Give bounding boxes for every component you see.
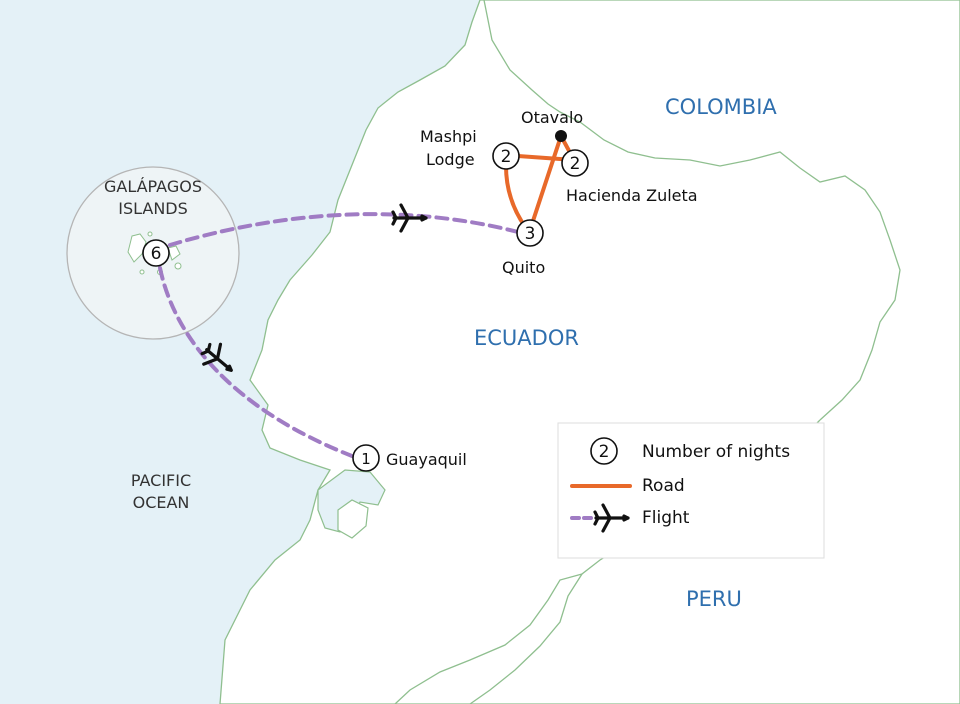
- border-colombia-ecuador: [483, 0, 901, 421]
- place-label-quito: Quito: [502, 258, 545, 277]
- galapagos-label-line1: GALÁPAGOS: [104, 177, 202, 196]
- legend-nights-label: Number of nights: [642, 442, 790, 462]
- nights-zuleta: 2: [570, 154, 581, 174]
- puna-island: [337, 499, 369, 539]
- legend: 2 Number of nights Road Flight: [557, 422, 825, 559]
- airplane-icon: [391, 203, 428, 233]
- place-label-mashpi-line2: Lodge: [426, 150, 475, 169]
- legend-flight-label: Flight: [642, 508, 690, 528]
- nights-guayaquil: 1: [361, 450, 371, 468]
- airplane-icon: [200, 342, 233, 372]
- galapagos-label-line2: ISLANDS: [118, 199, 188, 218]
- place-label-mashpi-line1: Mashpi: [420, 127, 477, 146]
- place-label-zuleta: Hacienda Zuleta: [566, 186, 698, 205]
- nights-mashpi: 2: [501, 147, 512, 167]
- nights-quito: 3: [525, 224, 536, 244]
- night-count-circle: [142, 239, 170, 267]
- legend-nights-sample: 2: [599, 442, 610, 462]
- location-dot-icon: [555, 130, 567, 142]
- place-label-otavalo: Otavalo: [521, 108, 583, 127]
- night-count-circle: [590, 437, 618, 465]
- country-label-colombia: COLOMBIA: [665, 95, 777, 119]
- country-label-peru: PERU: [686, 587, 742, 611]
- airplane-icon: [593, 503, 630, 533]
- border-peru-inner: [394, 573, 583, 704]
- flight-route-quito-galapagos: [168, 212, 520, 247]
- country-label-ecuador: ECUADOR: [474, 326, 579, 350]
- night-count-circle: [561, 149, 589, 177]
- ocean-label-line1: PACIFIC: [131, 471, 191, 490]
- legend-road-label: Road: [642, 476, 685, 496]
- nights-galapagos: 6: [151, 244, 162, 264]
- place-label-guayaquil: Guayaquil: [386, 450, 467, 469]
- ocean-label-line2: OCEAN: [133, 493, 190, 512]
- night-count-circle: [352, 444, 380, 472]
- flight-route-galapagos-guayaquil: [158, 266, 354, 458]
- night-count-circle: [516, 219, 544, 247]
- night-count-circle: [492, 142, 520, 170]
